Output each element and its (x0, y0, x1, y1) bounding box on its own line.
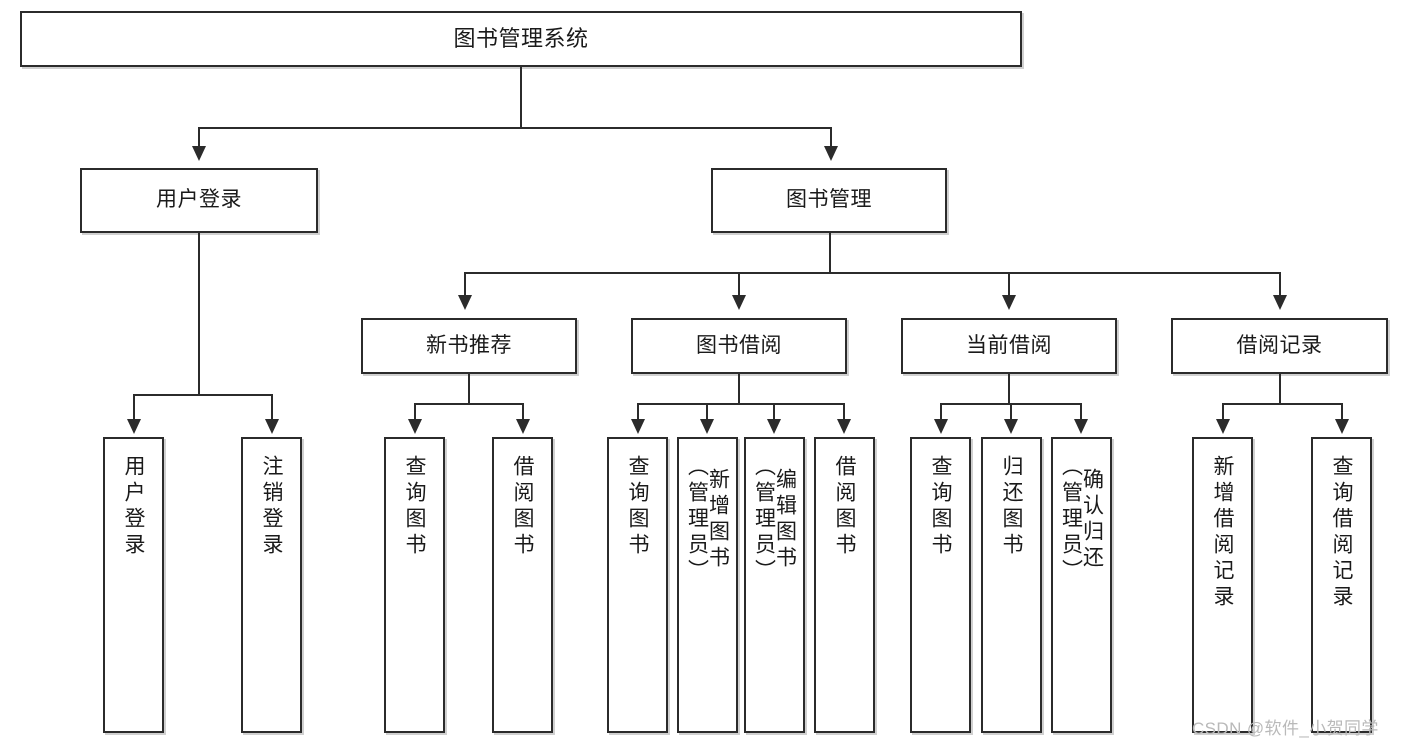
connector-newbook-bus (414, 403, 524, 405)
connector-level3-bus (464, 272, 1280, 274)
connector-drop-new-books (464, 272, 466, 296)
node-label: 新增图书 （管理员） (685, 455, 730, 585)
connector-drop-leaf (1080, 403, 1082, 420)
connector-drop-leaf (773, 403, 775, 420)
node-label: 注销登录 (260, 455, 283, 559)
node-label: 借阅图书 (511, 455, 534, 559)
connector-userlogin-stem (198, 233, 200, 395)
leaf-confirm-return-admin[interactable]: 确认归还 （管理员） (1051, 437, 1112, 733)
leaf-query-books-newbook[interactable]: 查询图书 (384, 437, 445, 733)
arrow-down-icon (767, 419, 781, 434)
connector-drop-leaf (1341, 403, 1343, 420)
arrow-down-icon (1074, 419, 1088, 434)
node-label: 查询借阅记录 (1330, 455, 1353, 611)
leaf-edit-book-admin[interactable]: 编辑图书 （管理员） (744, 437, 805, 733)
leaf-query-books-current[interactable]: 查询图书 (910, 437, 971, 733)
leaf-borrow-books-newbook[interactable]: 借阅图书 (492, 437, 553, 733)
connector-records-stem (1279, 374, 1281, 404)
connector-drop-borrow (738, 272, 740, 296)
connector-drop-leaf (133, 394, 135, 420)
connector-drop-leaf (706, 403, 708, 420)
connector-drop-leaf (414, 403, 416, 420)
arrow-down-icon (1335, 419, 1349, 434)
node-label: 编辑图书 （管理员） (752, 455, 797, 585)
connector-drop-leaf (637, 403, 639, 420)
connector-newbook-stem (468, 374, 470, 404)
node-root-system[interactable]: 图书管理系统 (20, 11, 1022, 67)
arrow-down-icon (458, 295, 472, 310)
connector-records-bus (1222, 403, 1341, 405)
arrow-down-icon (408, 419, 422, 434)
connector-bookmgmt-stem (829, 233, 831, 273)
connector-drop-leaf (940, 403, 942, 420)
leaf-query-books-borrow[interactable]: 查询图书 (607, 437, 668, 733)
node-new-book-recommend[interactable]: 新书推荐 (361, 318, 577, 374)
arrow-down-icon (837, 419, 851, 434)
connector-drop-current (1008, 272, 1010, 296)
leaf-add-book-admin[interactable]: 新增图书 （管理员） (677, 437, 738, 733)
connector-root-stem (520, 67, 522, 128)
node-label: 借阅记录 (1236, 333, 1323, 357)
arrow-down-icon (934, 419, 948, 434)
node-book-borrow[interactable]: 图书借阅 (631, 318, 847, 374)
node-label: 图书管理系统 (453, 26, 589, 52)
node-label: 新增借阅记录 (1211, 455, 1234, 611)
arrow-down-icon (1002, 295, 1016, 310)
leaf-logout[interactable]: 注销登录 (241, 437, 302, 733)
connector-bookborrow-bus (637, 403, 844, 405)
node-label: 图书借阅 (696, 333, 782, 357)
node-book-management[interactable]: 图书管理 (711, 168, 947, 233)
arrow-down-icon (1004, 419, 1018, 434)
node-label: 用户登录 (156, 188, 242, 212)
leaf-borrow-books-borrow[interactable]: 借阅图书 (814, 437, 875, 733)
arrow-down-icon (192, 146, 206, 161)
arrow-down-icon (824, 146, 838, 161)
node-current-borrow[interactable]: 当前借阅 (901, 318, 1117, 374)
arrow-down-icon (1216, 419, 1230, 434)
node-label: 用户登录 (122, 455, 145, 559)
connector-drop-book-manage (830, 127, 832, 147)
connector-bookborrow-stem (738, 374, 740, 404)
connector-drop-leaf (843, 403, 845, 420)
node-label: 查询图书 (929, 455, 952, 559)
node-borrow-records[interactable]: 借阅记录 (1171, 318, 1388, 374)
connector-drop-leaf (1010, 403, 1012, 420)
connector-root-bus (198, 127, 832, 129)
node-label: 图书管理 (786, 188, 872, 212)
connector-drop-leaf (271, 394, 273, 420)
leaf-query-borrow-record[interactable]: 查询借阅记录 (1311, 437, 1372, 733)
node-label: 新书推荐 (426, 333, 512, 357)
arrow-down-icon (1273, 295, 1287, 310)
node-label: 归还图书 (1000, 455, 1023, 559)
arrow-down-icon (516, 419, 530, 434)
leaf-add-borrow-record[interactable]: 新增借阅记录 (1192, 437, 1253, 733)
node-label: 借阅图书 (833, 455, 856, 559)
node-label: 确认归还 （管理员） (1059, 455, 1104, 585)
connector-drop-user-login (198, 127, 200, 147)
connector-drop-records (1279, 272, 1281, 296)
csdn-watermark: CSDN @软件_小贺同学 (1192, 719, 1379, 738)
connector-drop-leaf (1222, 403, 1224, 420)
arrow-down-icon (732, 295, 746, 310)
node-user-login[interactable]: 用户登录 (80, 168, 318, 233)
node-label: 查询图书 (626, 455, 649, 559)
leaf-user-login[interactable]: 用户登录 (103, 437, 164, 733)
connector-currentborrow-stem (1008, 374, 1010, 404)
arrow-down-icon (631, 419, 645, 434)
connector-drop-leaf (522, 403, 524, 420)
node-label: 当前借阅 (966, 333, 1052, 357)
leaf-return-books[interactable]: 归还图书 (981, 437, 1042, 733)
arrow-down-icon (127, 419, 141, 434)
node-label: 查询图书 (403, 455, 426, 559)
arrow-down-icon (265, 419, 279, 434)
arrow-down-icon (700, 419, 714, 434)
connector-userlogin-bus (133, 394, 273, 396)
